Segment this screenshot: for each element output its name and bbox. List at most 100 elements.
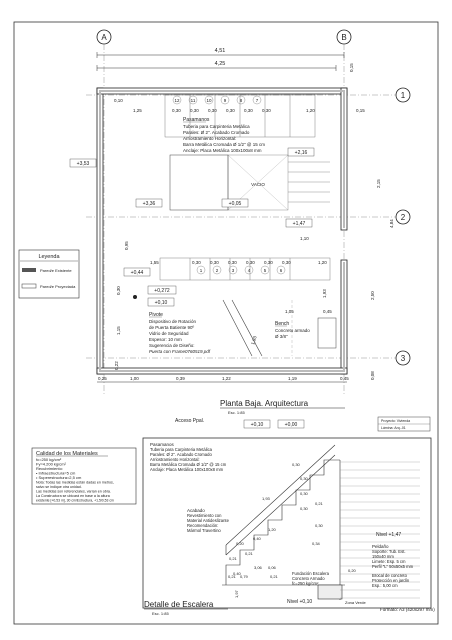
- svg-text:1,22: 1,22: [222, 376, 231, 381]
- step-number: 10: [204, 95, 214, 105]
- acabado-note: Acabado Revestimiento con Material Antid…: [187, 508, 230, 533]
- svg-text:0,21: 0,21: [229, 556, 238, 561]
- svg-text:Pasamanos: Pasamanos: [150, 442, 175, 447]
- svg-text:Barra Metálica Cromada Ø 1/2": Barra Metálica Cromada Ø 1/2" @ 15 cm: [150, 462, 227, 467]
- svg-text:Anclaje: Placa Metálica 100x10: Anclaje: Placa Metálica 100x100x8 mm: [150, 467, 224, 472]
- svg-text:existente [+0,53 m], 30 cm/Est: existente [+0,53 m], 30 cm/Estructura, +…: [36, 499, 114, 503]
- detail-pasamanos-note: Pasamanos Tuberia para Carpinteria Metál…: [150, 442, 227, 472]
- stair-mid-dims: 0,30 0,30 0,30 0,30 0,30 0,30: [192, 260, 291, 265]
- walls: [96, 87, 348, 375]
- nivel-top: Nivel +1,47: [376, 532, 401, 538]
- svg-text:0,30: 0,30: [300, 506, 309, 511]
- svg-text:+3,36: +3,36: [143, 201, 156, 207]
- svg-text:Dispositivo de Rotación: Dispositivo de Rotación: [149, 319, 197, 324]
- svg-text:Pivote: Pivote: [149, 312, 163, 318]
- dim-008: 0,08: [370, 371, 375, 380]
- svg-text:1,93: 1,93: [262, 496, 271, 501]
- dim-030: 0,30: [116, 286, 121, 295]
- svg-text:Soporte: Tub. Est.: Soporte: Tub. Est.: [372, 549, 406, 554]
- plan-title: Planta Baja. Arquitectura: [220, 399, 309, 408]
- top-dimensions: [96, 52, 345, 71]
- calidad-materiales: Calidad de los Materiales fc=250 kg/cm² …: [31, 447, 137, 505]
- plan-scale: Esc. 1:85: [228, 410, 245, 415]
- stair-upper: [164, 94, 316, 138]
- dim-193: 1,93: [250, 335, 257, 345]
- svg-text:salvo se indique otra unidad.: salvo se indique otra unidad.: [36, 485, 82, 489]
- stair-right-treads: [288, 161, 330, 203]
- legend: Leyenda Pared/e Existente Pared/e Proyec…: [18, 249, 80, 299]
- step-number: 7: [252, 95, 262, 105]
- level-marker: +0,05: [221, 198, 249, 208]
- svg-text:0,25: 0,25: [98, 376, 107, 381]
- stair-upper-numbers: 12 11 10 9 8 7: [172, 95, 262, 105]
- svg-text:Brocal de concreto: Brocal de concreto: [372, 573, 408, 578]
- svg-text:0,30: 0,30: [300, 476, 309, 481]
- svg-text:fc=250 kg/cm²: fc=250 kg/cm²: [292, 581, 319, 586]
- svg-text:0,79: 0,79: [240, 574, 249, 579]
- svg-text:0,30: 0,30: [300, 491, 309, 496]
- svg-text:0,20: 0,20: [348, 568, 357, 573]
- svg-text:Limete: Esp. 5 cm: Limete: Esp. 5 cm: [372, 559, 406, 564]
- svg-text:1,97: 1,97: [234, 589, 239, 598]
- pivote-note: Pivote Dispositivo de Rotación de Puerta…: [149, 312, 211, 354]
- svg-text:0,30: 0,30: [264, 260, 273, 265]
- dim-105: 1,05: [285, 309, 294, 314]
- svg-text:6: 6: [280, 268, 283, 273]
- legend-item: Pared/e Existente: [40, 268, 72, 273]
- step-number: 9: [220, 95, 230, 105]
- svg-text:B: B: [341, 33, 346, 42]
- svg-text:Espesor: 10 mm: Espesor: 10 mm: [149, 337, 182, 342]
- step-number: 4: [244, 265, 254, 275]
- svg-text:0,30: 0,30: [208, 108, 217, 113]
- dim-010: 0,10: [114, 98, 123, 103]
- level-marker: +0,00: [277, 419, 305, 429]
- svg-text:3: 3: [232, 268, 235, 273]
- svg-text:Pasamanos: Pasamanos: [183, 117, 210, 123]
- dim-193-r: 1,93: [322, 289, 327, 298]
- svg-text:0,30: 0,30: [192, 260, 201, 265]
- sheet-border: [13, 21, 439, 625]
- dim-215: 2,15: [376, 179, 381, 188]
- pivote-link[interactable]: Puerta con Frame0760519.pdf: [149, 349, 211, 354]
- svg-text:Acabado: Acabado: [187, 508, 205, 513]
- svg-text:Mármol Travertino: Mármol Travertino: [187, 528, 221, 533]
- svg-text:9: 9: [224, 98, 227, 103]
- svg-text:0,30: 0,30: [262, 108, 271, 113]
- svg-text:0,20: 0,20: [236, 541, 245, 546]
- svg-text:Recubrimiento:: Recubrimiento:: [36, 466, 63, 471]
- svg-text:0,30: 0,30: [246, 260, 255, 265]
- svg-text:1,00: 1,00: [130, 376, 139, 381]
- step-number: 5: [260, 265, 270, 275]
- svg-text:0,30: 0,30: [244, 108, 253, 113]
- dim-155: 1,55: [150, 260, 159, 265]
- svg-text:2: 2: [401, 213, 406, 222]
- stair-top-dims: 0,30 0,30 0,30 0,30 0,30 0,30: [172, 108, 271, 113]
- svg-text:+3,53: +3,53: [77, 161, 90, 167]
- dim-right-a: 0,15: [349, 63, 354, 72]
- svg-text:fc=250 kg/cm²: fc=250 kg/cm²: [36, 457, 62, 462]
- svg-text:Nota: Todas las medidas están: Nota: Todas las medidas están dadas en m…: [36, 481, 114, 485]
- svg-text:+0,10: +0,10: [155, 300, 168, 306]
- svg-text:4: 4: [248, 268, 251, 273]
- dim-115: 1,15: [116, 326, 121, 335]
- svg-text:Perfil "L" 50x50x5 mm: Perfil "L" 50x50x5 mm: [372, 564, 414, 569]
- svg-text:1: 1: [401, 91, 406, 100]
- svg-text:Ø 3/8": Ø 3/8": [275, 334, 288, 339]
- svg-text:1,20: 1,20: [268, 527, 277, 532]
- brocal-note: Brocal de concreto Protección en jardín …: [372, 573, 410, 588]
- grid-bubble-3: 3: [86, 350, 411, 366]
- svg-text:Fy=4.200 kg/cm²: Fy=4.200 kg/cm²: [36, 462, 67, 467]
- svg-text:0,21: 0,21: [270, 574, 279, 579]
- svg-text:0,06: 0,06: [268, 565, 277, 570]
- svg-text:0,30: 0,30: [315, 523, 324, 528]
- grid-bubble-2: 2: [86, 209, 411, 225]
- detail-title: Detalle de Escalera: [144, 600, 214, 609]
- svg-text:0,40: 0,40: [233, 571, 242, 576]
- svg-text:Esp.: 5,00 cm: Esp.: 5,00 cm: [372, 583, 398, 588]
- svg-text:+0,10: +0,10: [251, 422, 264, 428]
- stair-lower: [159, 257, 331, 281]
- svg-text:• Infraestructura=5 cm: • Infraestructura=5 cm: [36, 471, 76, 476]
- svg-text:Tuberia para Carpinteria Metál: Tuberia para Carpinteria Metálica: [150, 447, 213, 452]
- svg-text:Vidrio de Seguridad: Vidrio de Seguridad: [149, 331, 189, 336]
